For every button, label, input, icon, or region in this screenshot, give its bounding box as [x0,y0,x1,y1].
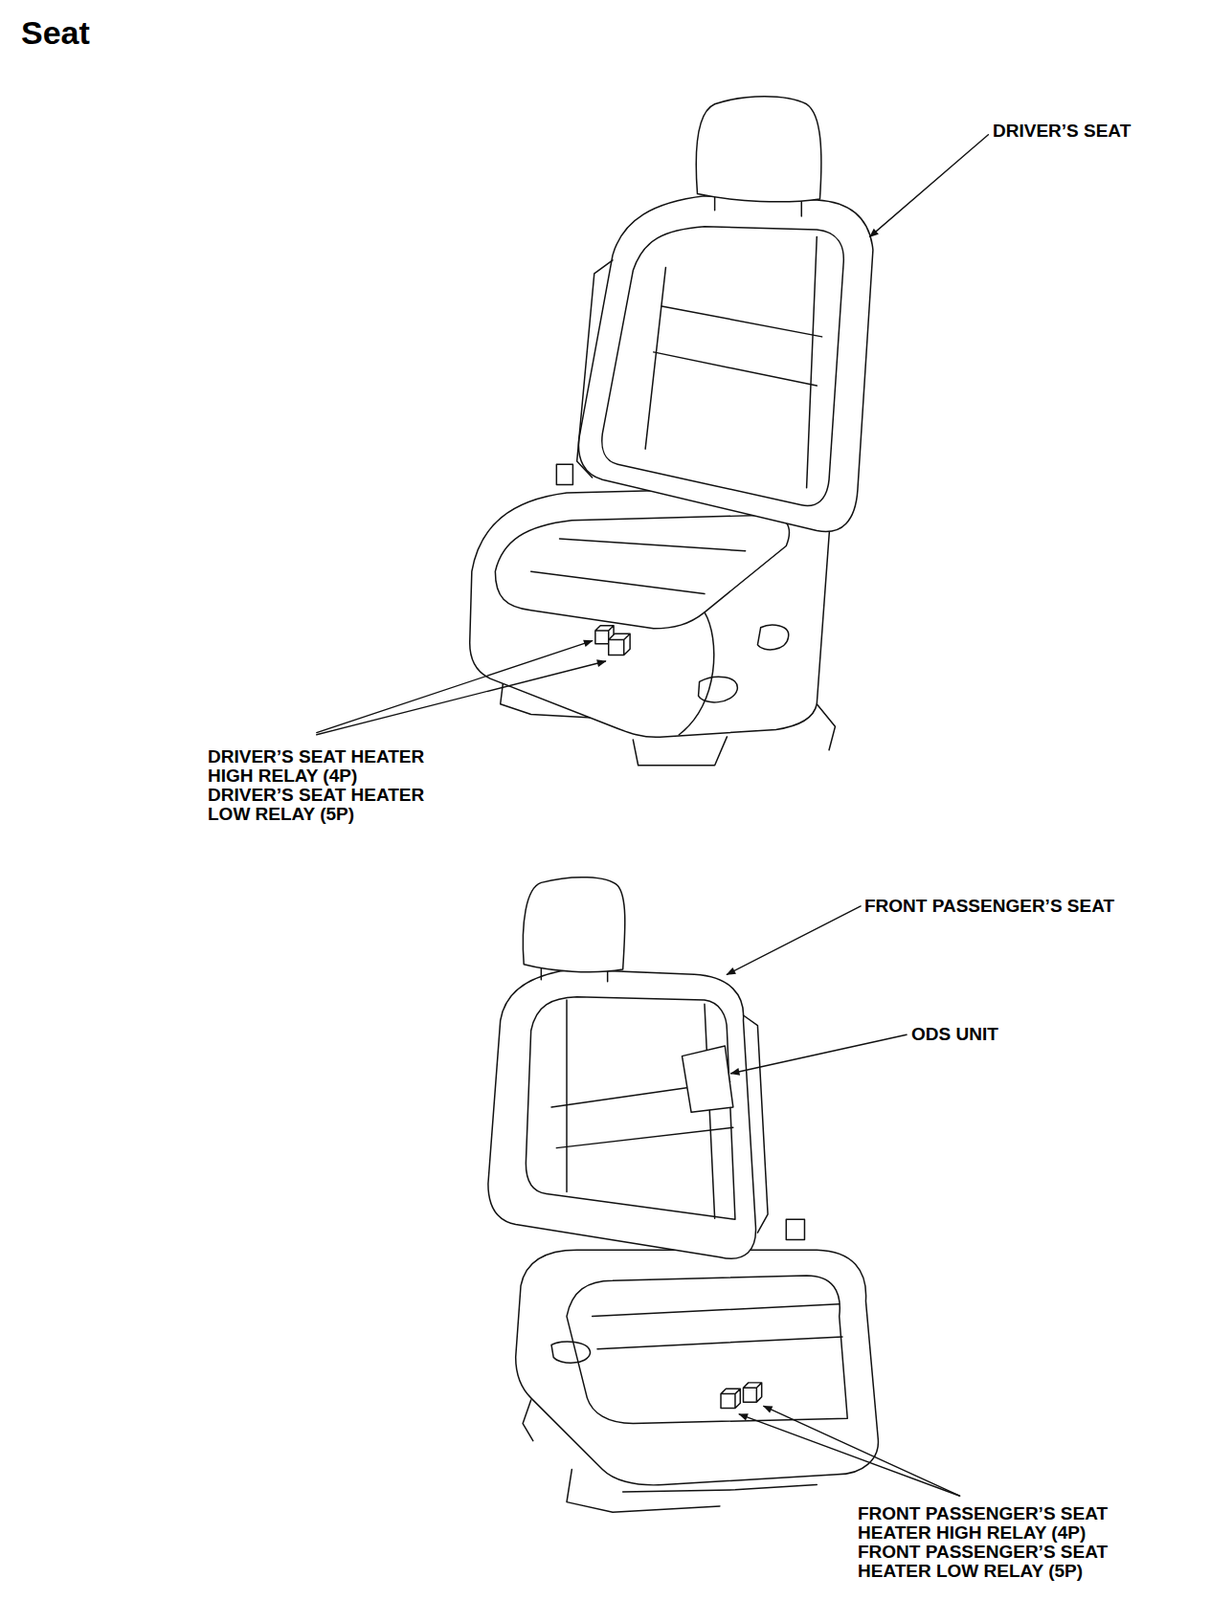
part-label: DRIVER’S SEAT HEATER LOW RELAY (5P) [207,785,452,825]
seat-base [816,704,835,751]
part-label: FRONT PASSENGER’S SEAT HEATER LOW RELAY … [857,1543,1136,1582]
leader-line [763,1406,961,1497]
part-label: FRONT PASSENGER’S SEAT [864,896,1115,917]
back-seam [661,306,822,337]
seat-base [632,737,727,766]
back-seam [653,352,818,386]
seat-back-panel [602,226,844,507]
relay-cube [720,1389,740,1409]
seat-base [522,1400,534,1442]
leader-line [316,641,593,734]
leader-line [870,134,989,238]
seat-back-panel [525,997,736,1220]
seat-back [578,196,873,533]
headrest [522,877,625,973]
back-seam [806,236,818,488]
cushion-top [566,1276,848,1425]
seat-belt-buckle [785,1219,805,1240]
back-seam [556,1127,733,1148]
leader-line [726,906,861,975]
cushion-bolster [678,612,715,736]
part-label: DRIVER’S SEAT HEATER HIGH RELAY (4P) [207,747,452,786]
relay-cube [742,1383,762,1403]
seat-switch [757,625,788,650]
seat-belt-buckle [556,464,573,485]
seat-back-side [577,260,613,478]
seat-lever [698,676,739,703]
driver-seat [316,96,989,766]
part-label: ODS UNIT [911,1025,999,1045]
relay-cube [608,633,630,655]
seat-cushion [470,488,830,739]
seat-back-side [742,1015,768,1233]
cushion-seam [592,1304,840,1318]
cushion-seam [531,571,705,594]
cushion-top [494,515,789,628]
passenger-seat [488,877,961,1514]
seat-switch [551,1342,591,1364]
page-title: Seat [21,13,90,52]
seat-rail [623,1485,818,1493]
ods-unit [682,1046,734,1113]
back-seam [645,267,666,449]
leader-line [731,1034,907,1075]
leader-line [316,661,606,736]
seat-back [488,969,757,1259]
part-label: FRONT PASSENGER’S SEAT HEATER HIGH RELAY… [857,1504,1136,1544]
cushion-seam [560,538,746,552]
cushion-seam [597,1337,843,1350]
headrest [695,96,822,202]
part-label: DRIVER’S SEAT [992,121,1131,141]
leader-line [739,1414,960,1497]
seat-cushion [515,1250,879,1486]
back-seam [704,1004,716,1219]
back-seam [565,1000,567,1192]
